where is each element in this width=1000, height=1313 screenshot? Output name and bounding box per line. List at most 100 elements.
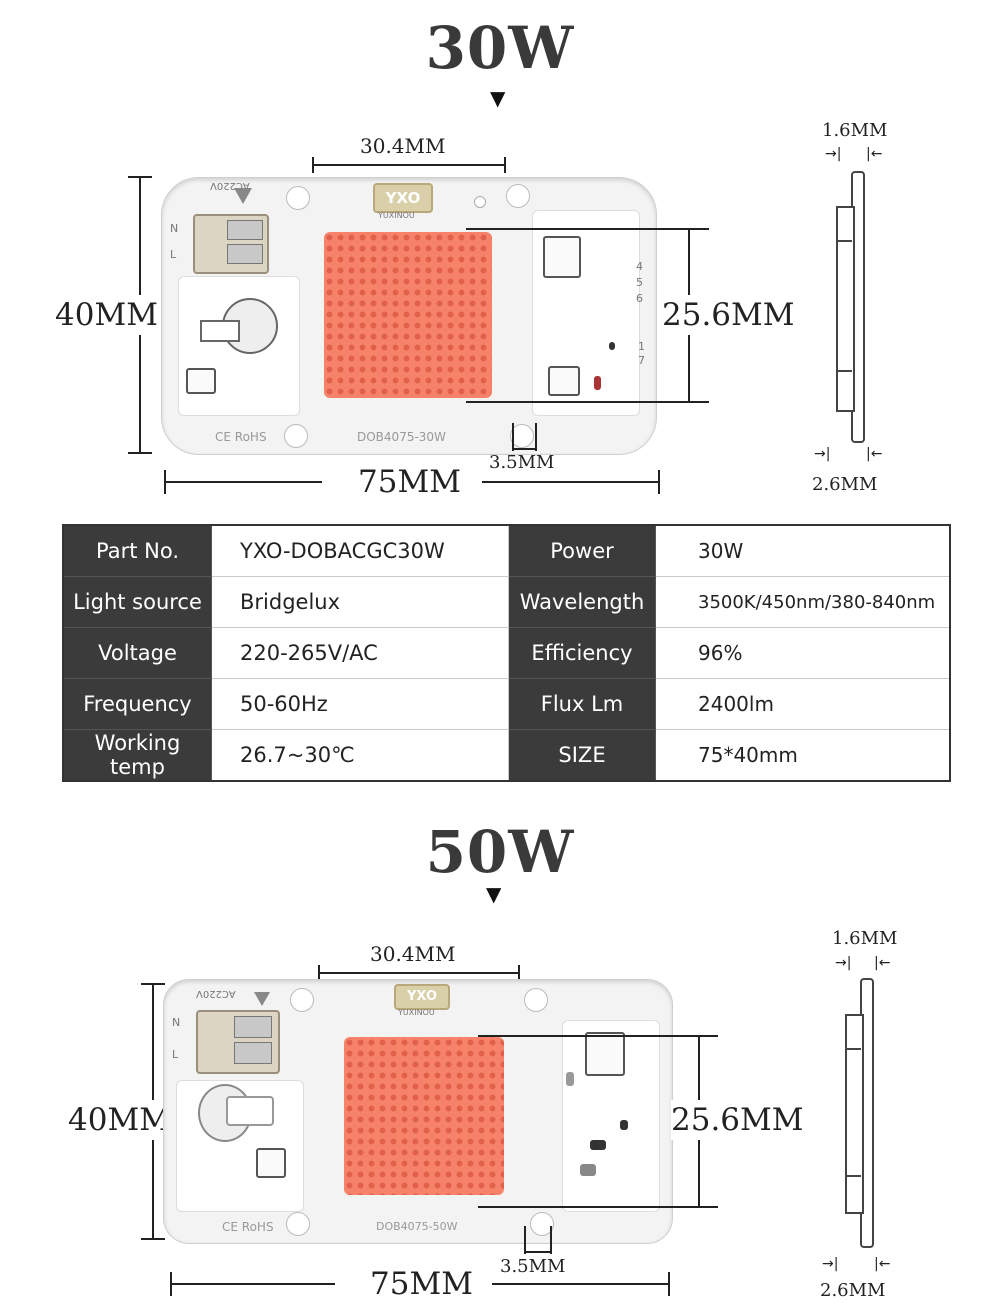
- smd-resistor: [590, 1140, 606, 1150]
- ic-chip: [585, 1032, 625, 1076]
- pin-n-label: N: [172, 1016, 181, 1029]
- spec-label: SIZE: [508, 729, 656, 782]
- dim-line: [312, 164, 505, 166]
- dim-line: [478, 1035, 718, 1037]
- table-row: Working temp 26.7~30℃ SIZE 75*40mm: [62, 729, 951, 782]
- board-length-label: 75MM: [358, 464, 461, 500]
- mount-hole: [474, 196, 486, 208]
- arrow-right-icon: →|: [822, 1256, 839, 1272]
- pin-n-label: N: [170, 222, 179, 235]
- spec-value: 75*40mm: [655, 729, 951, 782]
- side-view-divider: [845, 1048, 861, 1050]
- spec-label: Light source: [62, 576, 212, 628]
- section-title: 50W: [425, 818, 575, 886]
- chip-height-label: 25.6MM: [662, 295, 795, 335]
- dim-line: [524, 1251, 552, 1253]
- side-view-components: [845, 1014, 864, 1214]
- smd-resistor: [594, 376, 601, 390]
- board-height-label: 40MM: [55, 295, 158, 335]
- dim-line: [512, 448, 537, 450]
- dim-tick: [141, 1238, 165, 1240]
- plate-thickness-label: 1.6MM: [832, 928, 898, 949]
- capacitor-lead: [200, 320, 240, 342]
- dim-line: [482, 481, 659, 483]
- spec-value: 96%: [655, 627, 951, 679]
- smd-resistor: [609, 342, 615, 350]
- section-title: 30W: [425, 14, 575, 82]
- dim-tick: [550, 1226, 552, 1254]
- dim-tick: [535, 423, 537, 451]
- dim-tick: [170, 1272, 172, 1296]
- smd-component: [548, 366, 580, 396]
- spec-value: YXO-DOBACGC30W: [211, 524, 509, 577]
- smd-resistor: [566, 1072, 574, 1086]
- spec-value: 30W: [655, 524, 951, 577]
- arrow-left-icon: |←: [874, 955, 891, 971]
- dim-tick: [512, 423, 514, 451]
- total-thickness-label: 2.6MM: [812, 474, 878, 495]
- chip-height-label: 25.6MM: [671, 1100, 804, 1140]
- dim-line: [170, 1283, 335, 1285]
- voltage-mark: AC220V: [196, 988, 236, 999]
- spec-label: Working temp: [62, 729, 212, 782]
- spec-value: 50-60Hz: [211, 678, 509, 730]
- board-height-label: 40MM: [68, 1100, 171, 1140]
- pin-number: 5: [636, 276, 643, 289]
- spec-label: Voltage: [62, 627, 212, 679]
- spec-value: 220-265V/AC: [211, 627, 509, 679]
- dim-line: [164, 481, 322, 483]
- spec-label: Flux Lm: [508, 678, 656, 730]
- warning-icon: [254, 992, 270, 1006]
- spec-value: 3500K/450nm/380-840nm: [655, 576, 951, 628]
- pin-number: 6: [636, 292, 643, 305]
- arrow-right-icon: →|: [814, 446, 831, 462]
- dim-tick: [164, 470, 166, 494]
- mount-hole: [290, 988, 314, 1012]
- logo-subtext: YUXINOU: [398, 1008, 435, 1017]
- ic-chip: [543, 236, 581, 278]
- hole-gap-label: 3.5MM: [500, 1256, 566, 1277]
- dim-tick: [504, 157, 506, 173]
- mount-hole: [510, 424, 534, 448]
- dim-tick: [128, 176, 152, 178]
- down-arrow-icon: ▼: [486, 882, 502, 906]
- logo-subtext: YUXINOU: [378, 211, 415, 220]
- spec-label: Power: [508, 524, 656, 577]
- board-length-label: 75MM: [370, 1266, 473, 1302]
- spec-value: 2400lm: [655, 678, 951, 730]
- dim-tick: [668, 1272, 670, 1296]
- led-chip-array: [344, 1037, 504, 1195]
- model-mark: DOB4075-30W: [357, 430, 446, 444]
- spec-value: 26.7~30℃: [211, 729, 509, 782]
- yxo-logo: YXO: [373, 183, 433, 213]
- dim-tick: [524, 1226, 526, 1254]
- dim-line: [466, 401, 709, 403]
- dim-tick: [658, 470, 660, 494]
- spec-table: Part No. YXO-DOBACGC30W Power 30W Light …: [62, 524, 951, 782]
- mount-hole: [524, 988, 548, 1012]
- dim-tick: [312, 157, 314, 173]
- terminal-clip: [234, 1016, 272, 1038]
- side-view-divider: [845, 1175, 861, 1177]
- terminal-clip: [227, 220, 263, 240]
- arrow-left-icon: |←: [866, 146, 883, 162]
- spec-label: Efficiency: [508, 627, 656, 679]
- arrow-right-icon: →|: [825, 146, 842, 162]
- pin-number: 1: [638, 340, 645, 353]
- plate-thickness-label: 1.6MM: [822, 120, 888, 141]
- arrow-left-icon: |←: [866, 446, 883, 462]
- chip-width-label: 30.4MM: [370, 942, 456, 966]
- dim-tick: [128, 452, 152, 454]
- yxo-logo: YXO: [394, 984, 450, 1010]
- model-mark: DOB4075-50W: [376, 1220, 458, 1233]
- total-thickness-label: 2.6MM: [820, 1280, 886, 1301]
- smd-resistor: [620, 1120, 628, 1130]
- cert-mark: CE RoHS: [215, 430, 267, 444]
- table-row: Part No. YXO-DOBACGC30W Power 30W: [62, 524, 951, 577]
- dim-tick: [518, 965, 520, 981]
- spec-label: Part No.: [62, 524, 212, 577]
- spec-label: Wavelength: [508, 576, 656, 628]
- terminal-clip: [234, 1042, 272, 1064]
- table-row: Frequency 50-60Hz Flux Lm 2400lm: [62, 678, 951, 730]
- dim-line: [478, 1206, 718, 1208]
